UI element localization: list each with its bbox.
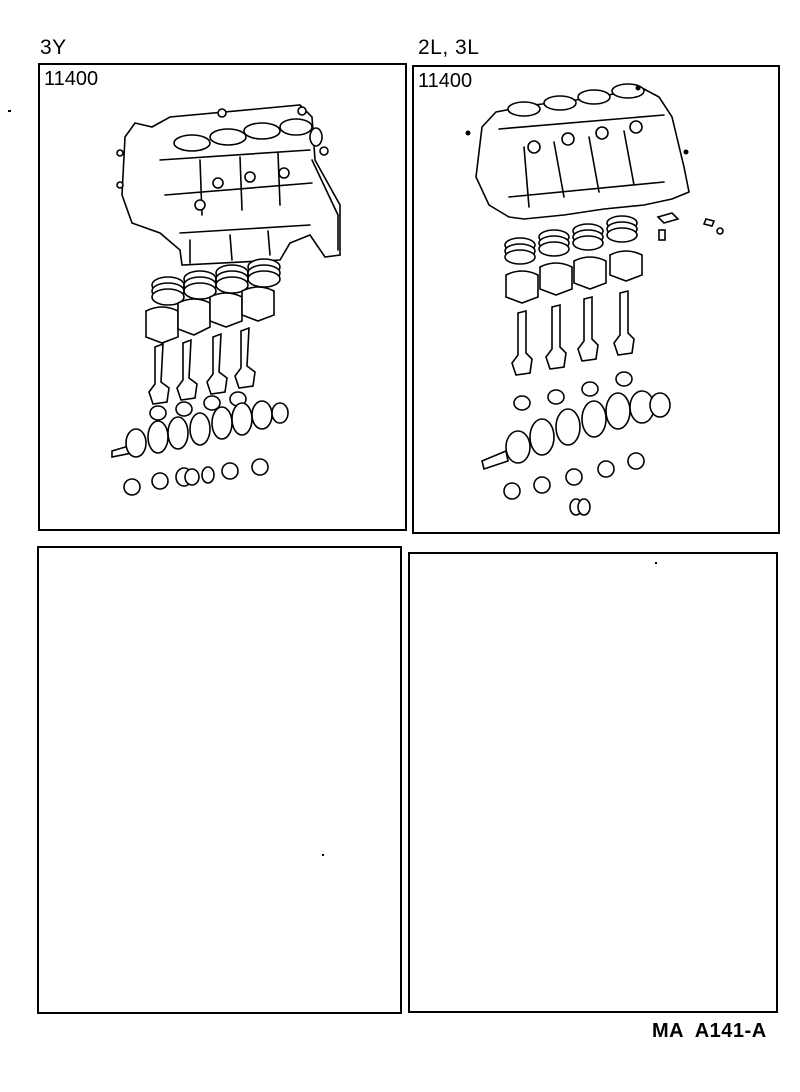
main-bearings-icon	[503, 452, 645, 500]
scan-speck	[655, 562, 657, 564]
piston-rings-icon	[151, 258, 281, 306]
panel-bottom-right	[322, 552, 778, 1013]
thrust-washers-icon	[569, 498, 591, 516]
engine-label-3y: 3Y	[40, 36, 67, 59]
crankshaft-icon	[481, 390, 671, 471]
diagram-reference-code: MA A141-A	[652, 1020, 767, 1042]
panel-top-right: 11400	[412, 65, 780, 534]
small-parts-icon	[465, 85, 724, 241]
piston-rings-icon	[504, 215, 638, 265]
rod-bearings-icon	[513, 371, 633, 411]
scan-speck	[8, 110, 11, 112]
pistons-icon	[505, 250, 643, 304]
small-parts-icon	[116, 106, 329, 189]
part-code: 11400	[44, 68, 99, 90]
engine-label-2l-3l: 2L, 3L	[418, 36, 480, 59]
cylinder-block-icon	[475, 83, 690, 220]
rod-bearings-icon	[149, 391, 247, 421]
main-bearings-icon	[123, 458, 269, 496]
crankshaft-icon	[111, 400, 289, 458]
scan-speck	[322, 854, 324, 856]
part-code: 11400	[418, 70, 473, 92]
pistons-icon	[145, 286, 275, 344]
connecting-rods-icon	[511, 289, 635, 376]
panel-top-left: 11400	[38, 63, 407, 531]
panel-bottom-left	[37, 546, 402, 1014]
short-block-illustration-2l-3l	[465, 83, 724, 516]
short-block-illustration-3y	[111, 104, 341, 496]
connecting-rods-icon	[148, 326, 256, 405]
cylinder-block-icon	[121, 104, 341, 266]
